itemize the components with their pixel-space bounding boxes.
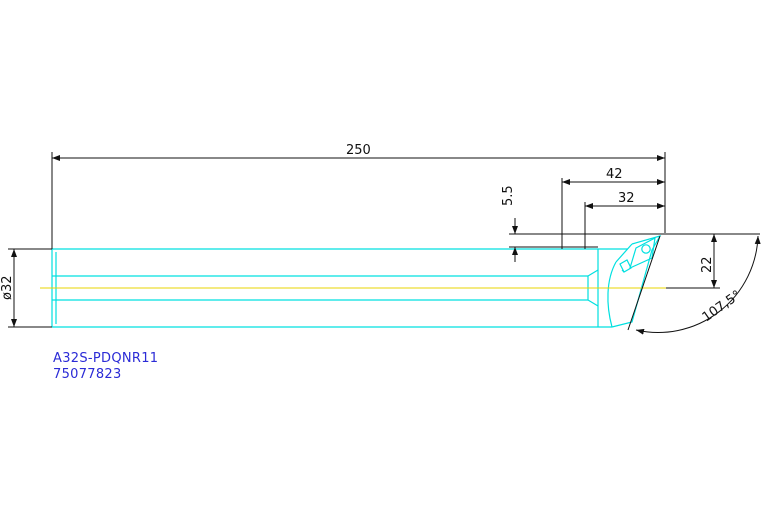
dim-diameter: ø32 bbox=[0, 276, 15, 301]
dim-overall-length: 250 bbox=[346, 143, 371, 158]
dim-head-length: 42 bbox=[606, 167, 623, 182]
dim-insert-length: 32 bbox=[618, 191, 635, 206]
boring-bar-outline bbox=[51, 235, 662, 328]
dim-angle: 107,5° bbox=[700, 288, 744, 325]
part-number: A32S-PDQNR11 bbox=[53, 351, 158, 366]
order-code: 75077823 bbox=[53, 367, 122, 382]
dimension-lines bbox=[8, 152, 761, 335]
dim-offset: 5.5 bbox=[501, 185, 516, 206]
dim-height: 22 bbox=[700, 256, 715, 273]
